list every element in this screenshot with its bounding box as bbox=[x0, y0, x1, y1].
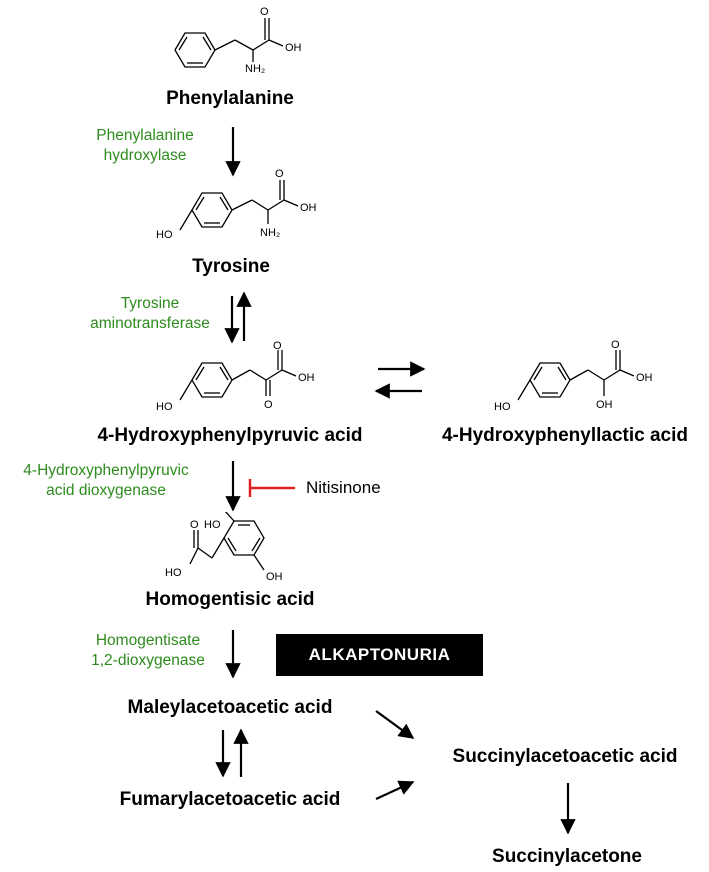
label-maleylacetoacetic: Maleylacetoacetic acid bbox=[127, 697, 333, 718]
atom-o: O bbox=[190, 519, 199, 531]
hppa-structure: O OH O HO bbox=[156, 340, 315, 413]
atom-nh2: NH₂ bbox=[245, 63, 265, 75]
label-tyrosine: Tyrosine bbox=[192, 256, 270, 277]
label-succinylacetone: Succinylacetone bbox=[492, 846, 642, 867]
enzyme-hppd-line1: 4-Hydroxyphenylpyruvic bbox=[23, 462, 189, 479]
atom-o: O bbox=[273, 340, 282, 352]
atom-oh: OH bbox=[266, 571, 283, 583]
atom-ho: HO bbox=[494, 401, 511, 413]
atom-oh: OH bbox=[298, 372, 315, 384]
phenylalanine-structure: O OH NH₂ bbox=[174, 6, 302, 75]
hpla-structure: O OH OH HO bbox=[494, 339, 653, 413]
enzyme-tat-line1: Tyrosine bbox=[120, 295, 180, 312]
label-hppa: 4-Hydroxyphenylpyruvic acid bbox=[97, 425, 363, 446]
label-homogentisic: Homogentisic acid bbox=[145, 589, 315, 610]
atom-nh2: NH₂ bbox=[260, 227, 280, 239]
enzyme-pah: Phenylalanine hydroxylase bbox=[96, 126, 193, 166]
atom-ho: HO bbox=[156, 401, 173, 413]
atom-ho: HO bbox=[156, 229, 173, 241]
label-succinylacetoacetic: Succinylacetoacetic acid bbox=[452, 746, 678, 767]
atom-oh: OH bbox=[596, 399, 613, 411]
homogentisic-structure: HO O HO OH bbox=[165, 512, 283, 583]
atom-ho: HO bbox=[165, 567, 182, 579]
arrow-maa-saa bbox=[375, 710, 415, 739]
tyrosine-structure: O OH NH₂ HO bbox=[156, 168, 317, 241]
atom-o: O bbox=[264, 399, 273, 411]
enzyme-hppd-line2: acid dioxygenase bbox=[46, 482, 166, 499]
atom-ho: HO bbox=[204, 519, 221, 531]
label-fumarylacetoacetic: Fumarylacetoacetic acid bbox=[119, 789, 341, 810]
enzyme-pah-line2: hydroxylase bbox=[103, 147, 187, 164]
enzyme-hppd: 4-Hydroxyphenylpyruvic acid dioxygenase bbox=[23, 461, 188, 501]
atom-o: O bbox=[611, 339, 620, 351]
enzyme-tat-line2: aminotransferase bbox=[90, 315, 210, 332]
enzyme-pah-line1: Phenylalanine bbox=[96, 127, 194, 144]
enzyme-hgd-line2: 1,2-dioxygenase bbox=[91, 652, 205, 669]
inhibitor-label: Nitisinone bbox=[306, 478, 381, 497]
enzyme-hgd: Homogentisate 1,2-dioxygenase bbox=[91, 631, 205, 671]
arrow-faa-saa bbox=[375, 780, 415, 800]
atom-oh: OH bbox=[300, 202, 317, 214]
enzyme-tat: Tyrosine aminotransferase bbox=[90, 294, 210, 334]
atom-oh: OH bbox=[636, 372, 653, 384]
disease-badge: ALKAPTONURIA bbox=[276, 634, 483, 676]
label-phenylalanine: Phenylalanine bbox=[166, 88, 294, 109]
label-hpla: 4-Hydroxyphenyllactic acid bbox=[441, 425, 689, 446]
disease-label: ALKAPTONURIA bbox=[308, 645, 451, 664]
atom-o: O bbox=[275, 168, 284, 180]
enzyme-hgd-line1: Homogentisate bbox=[95, 632, 201, 649]
atom-o: O bbox=[260, 6, 269, 18]
atom-oh: OH bbox=[285, 42, 302, 54]
